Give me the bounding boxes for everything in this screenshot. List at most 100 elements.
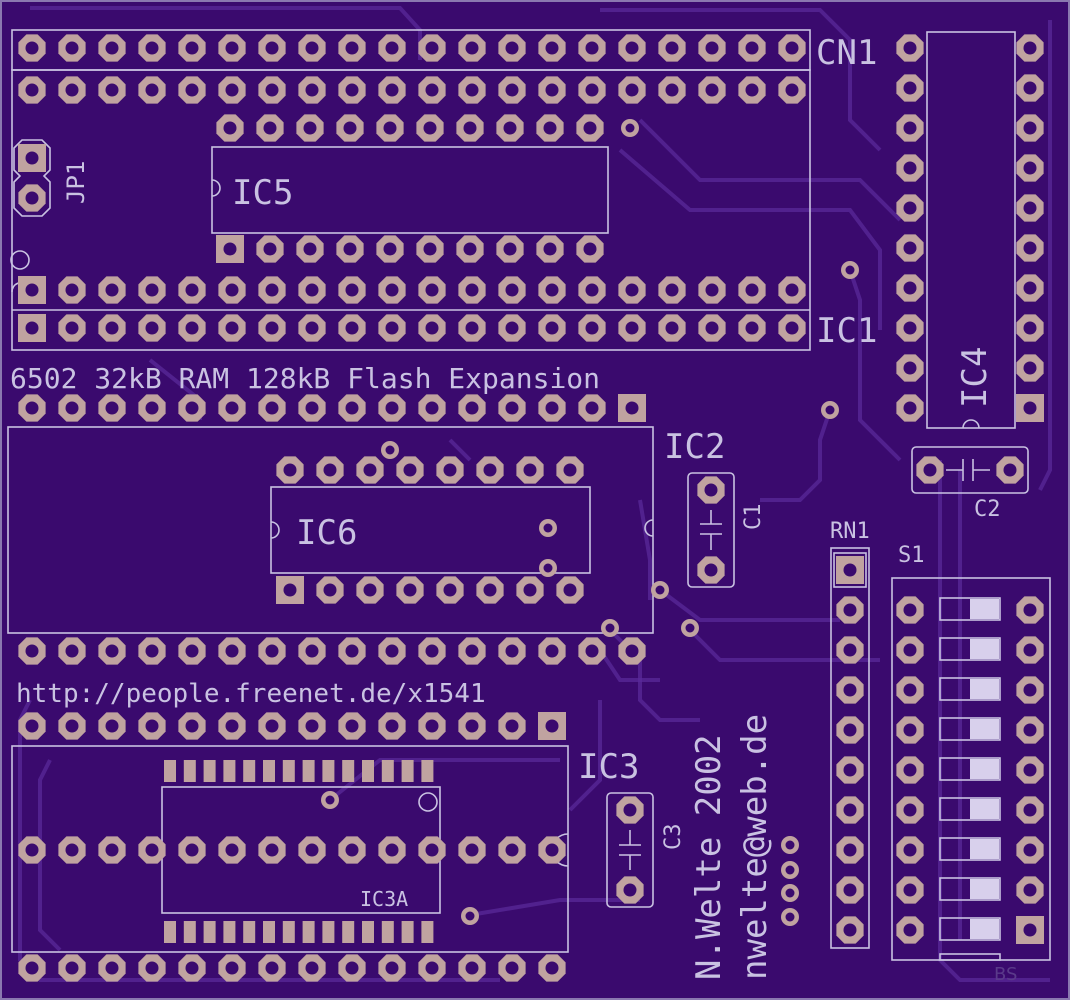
ic2-pad [98,637,126,665]
ic5-pad [456,114,484,142]
ic3-pad [458,954,486,982]
ic2-pad [458,394,486,422]
dip-switch-body[interactable] [939,637,1001,661]
dip-switch-lever[interactable] [970,679,999,699]
cn1-pad [298,34,326,62]
ic6-pad [396,576,424,604]
silkscreen-outlines [7,29,1051,961]
label-cn1: CN1 [816,33,877,73]
ic3a-smd-pad [243,760,256,782]
dip-switch-body[interactable] [939,717,1001,741]
via [841,261,859,279]
rn1-pad [836,916,864,944]
ic1-outline [11,69,811,351]
ic2-pad [98,394,126,422]
ic1-pad [178,276,206,304]
via [539,559,557,577]
ic1-pad [538,314,566,342]
dip-switch-lever[interactable] [970,759,999,779]
ic4-pad [896,234,924,262]
dip-switch-lever[interactable] [970,599,999,619]
ic3-pad [18,954,46,982]
ic2-pad [618,394,646,422]
ic3-pad [418,836,446,864]
s1-pad [1016,676,1044,704]
ic1-pad [418,76,446,104]
ic2-pad [578,637,606,665]
ic5-pad [536,114,564,142]
dip-switch-body[interactable] [939,877,1001,901]
ic3a-smd-pad [203,921,216,943]
c2-outline [911,446,1029,494]
label-ic6: IC6 [296,513,357,553]
dip-switch-body[interactable] [939,797,1001,821]
ic1-pad [218,314,246,342]
ic2-pad [378,637,406,665]
jp1-pad [18,144,46,172]
jp1-pad [18,184,46,212]
via [821,401,839,419]
dip-switch-lever[interactable] [970,799,999,819]
dip-switch-lever[interactable] [970,639,999,659]
ic3-pad [138,712,166,740]
dip-switch-lever[interactable] [970,879,999,899]
ic4-pad [896,354,924,382]
dip-switch-lever[interactable] [970,719,999,739]
dip-switch-body[interactable] [939,597,1001,621]
ic1-pad [618,76,646,104]
label-ic1: IC1 [816,311,877,351]
ic4-pad [1016,274,1044,302]
ic3a-smd-pad [164,921,176,943]
ic4-pad [896,154,924,182]
ic5-pad [336,235,364,263]
ic3a-smd-pad [282,921,295,943]
ic3a-smd-pad [164,760,176,782]
ic2-pad [618,637,646,665]
ic4-pad [1016,74,1044,102]
ic2-pad [458,637,486,665]
ic6-pad [556,576,584,604]
ic6-pad [276,456,304,484]
cn1-pad [778,34,806,62]
s1-bottom-tab [939,953,1001,961]
ic2-pad [538,394,566,422]
dip-switch-body[interactable] [939,837,1001,861]
ic1-pad [498,76,526,104]
cn1-pad [658,34,686,62]
ic3-pad [498,836,526,864]
ic3a-smd-pad [302,921,315,943]
ic3-outline [11,745,569,953]
ic3a-smd-pad [362,760,374,782]
label-c2: C2 [974,497,1001,522]
dip-switch-body[interactable] [939,677,1001,701]
ic4-pad [896,394,924,422]
c1-outline [687,472,735,588]
dip-switch-body[interactable] [939,757,1001,781]
s1-pad [1016,716,1044,744]
ic2-notch [644,519,654,537]
ic1-pad [258,314,286,342]
dip-switch-lever[interactable] [970,919,999,939]
rn1-pad [836,716,864,744]
ic5-pad [216,235,244,263]
ic1-pad [578,76,606,104]
ic1-pad [498,314,526,342]
ic4-pad [896,314,924,342]
ic5-pad [416,235,444,263]
ic2-pad [418,637,446,665]
s1-pad [896,676,924,704]
ic3a-smd-pad [282,760,295,782]
corner-mark: BS [994,964,1017,985]
dip-switch-body[interactable] [939,917,1001,941]
ic5-pad [296,114,324,142]
ic1-pad [458,276,486,304]
ic3-pad [418,712,446,740]
ic2-pad [58,637,86,665]
dip-switch-lever[interactable] [970,839,999,859]
ic6-pad [436,576,464,604]
ic2-pad [258,637,286,665]
s1-pad [896,756,924,784]
cn1-pad [738,34,766,62]
ic5-pad [256,235,284,263]
s1-pad [1016,756,1044,784]
